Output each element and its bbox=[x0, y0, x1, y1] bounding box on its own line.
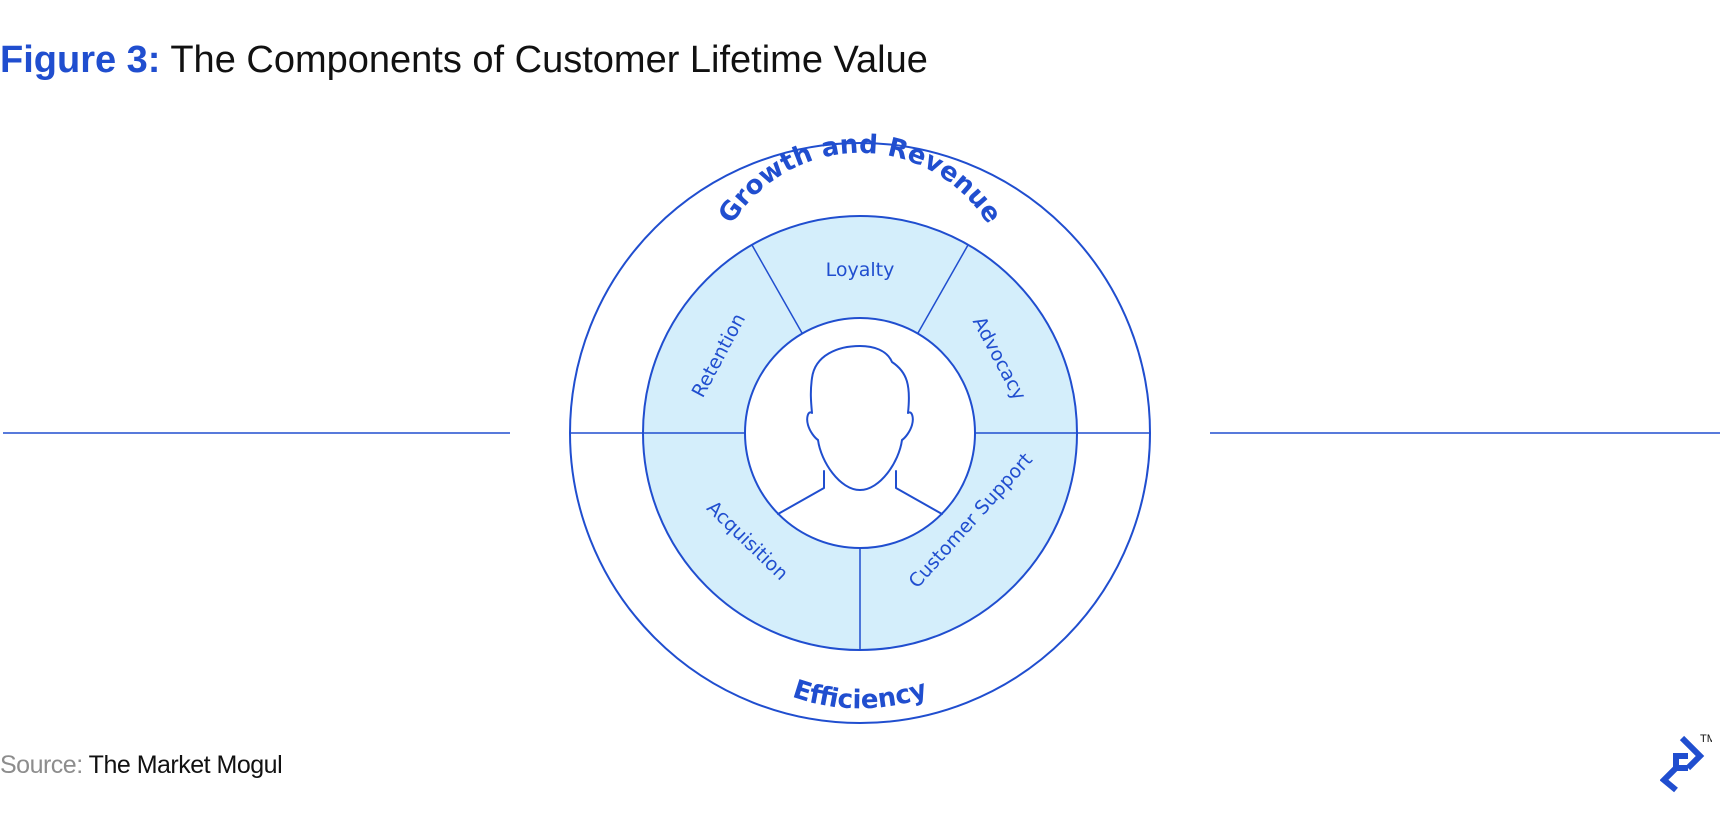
brand-logo-icon: TM bbox=[1660, 733, 1712, 793]
source-label: Source: bbox=[0, 751, 83, 779]
figure-number: Figure 3: bbox=[0, 39, 161, 81]
segment-divider bbox=[917, 244, 969, 334]
source-credit: Source: The Market Mogul bbox=[0, 750, 283, 780]
source-value: The Market Mogul bbox=[88, 751, 283, 779]
trademark-symbol: TM bbox=[1700, 733, 1712, 745]
segment-label-loyalty: Loyalty bbox=[826, 259, 895, 281]
segment-divider bbox=[751, 244, 803, 334]
figure-title: Figure 3: The Components of Customer Lif… bbox=[0, 36, 928, 84]
center-circle bbox=[744, 317, 976, 549]
person-silhouette-icon bbox=[777, 345, 943, 515]
figure-title-text: The Components of Customer Lifetime Valu… bbox=[170, 39, 928, 81]
